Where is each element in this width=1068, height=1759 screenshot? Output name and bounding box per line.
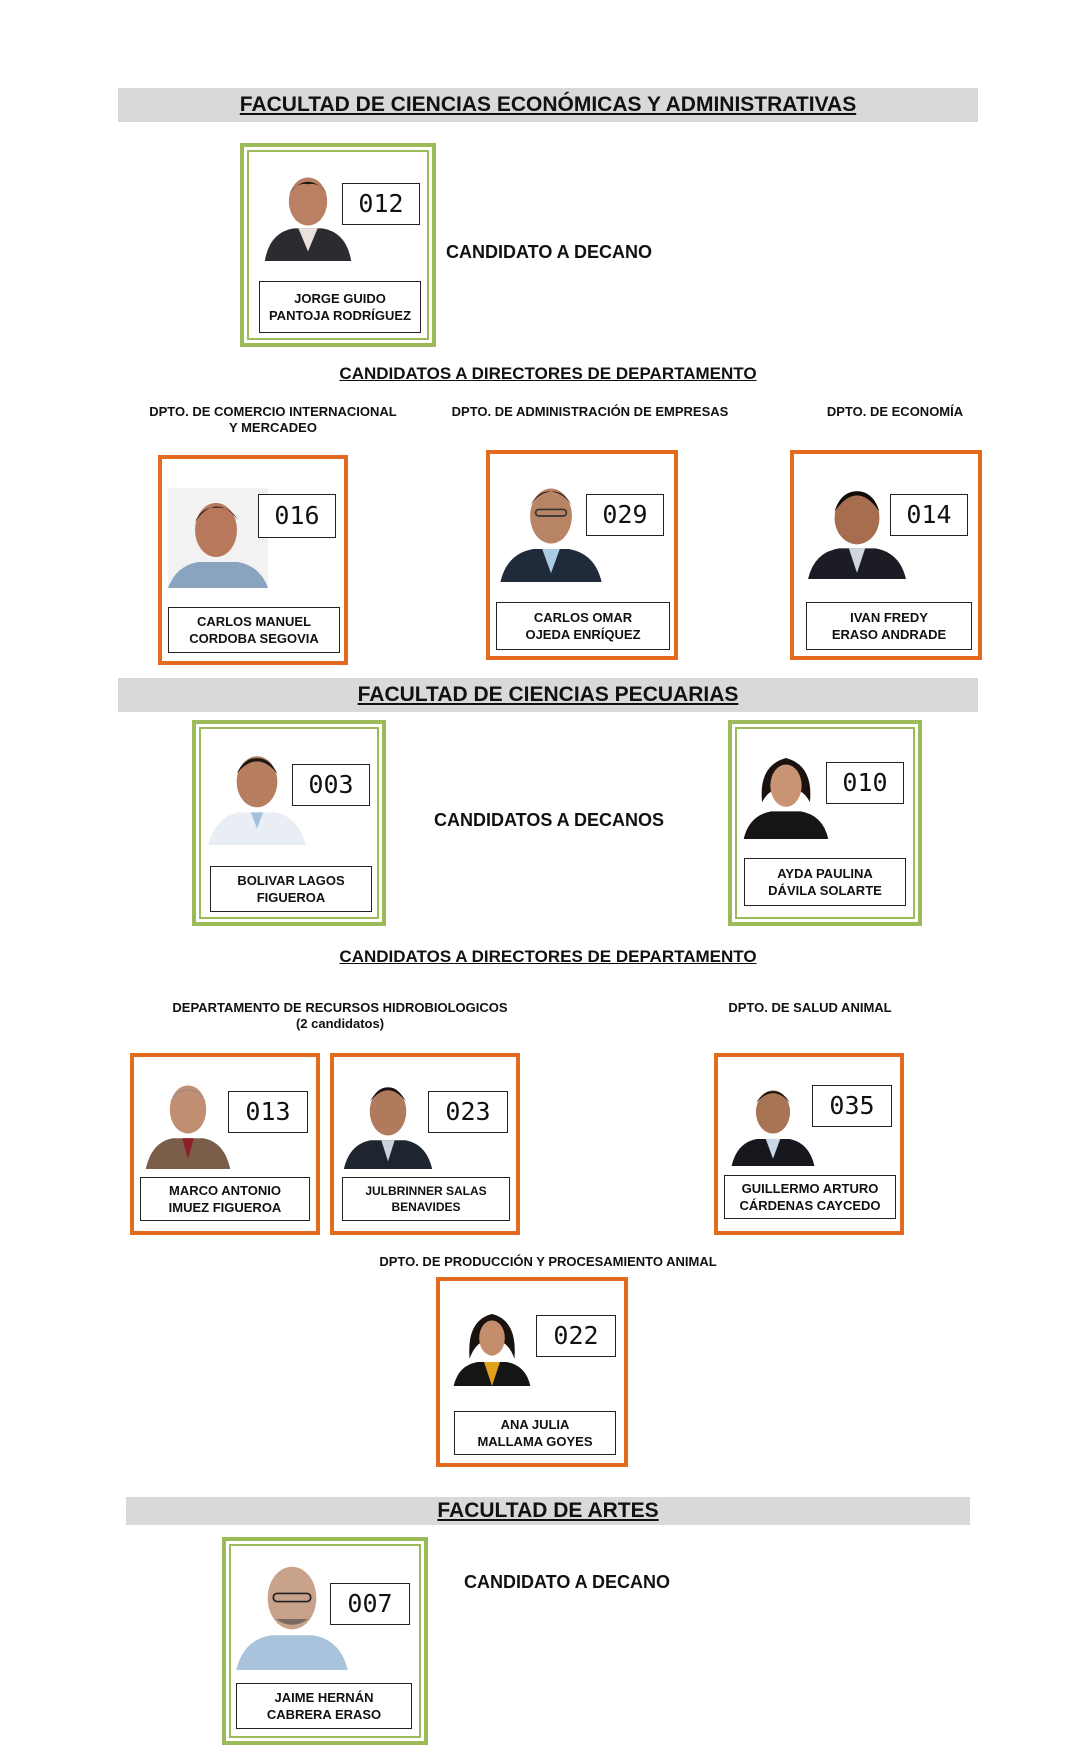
candidate-name-line2: MALLAMA GOYES (477, 1434, 593, 1449)
person-photo-icon (260, 165, 356, 261)
candidate-name-line1: JULBRINNER SALAS (365, 1184, 487, 1198)
candidate-card-010: 010 AYDA PAULINA DÁVILA SOLARTE (728, 720, 922, 926)
faculty-banner-artes: FACULTAD DE ARTES (126, 1497, 970, 1525)
department-label: DEPARTAMENTO DE RECURSOS HIDROBIOLOGICOS… (130, 1000, 550, 1032)
candidate-name-line1: BOLIVAR LAGOS (237, 873, 345, 888)
faculty-banner-pecuarias: FACULTAD DE CIENCIAS PECUARIAS (118, 678, 978, 712)
candidate-number: 029 (586, 494, 664, 536)
department-label-line1: DPTO. DE COMERCIO INTERNACIONAL (149, 404, 397, 419)
dean-role-label: CANDIDATO A DECANO (446, 242, 652, 262)
person-photo-icon (340, 1073, 436, 1169)
candidate-name-line1: GUILLERMO ARTURO (741, 1181, 879, 1196)
department-label: DPTO. DE PRODUCCIÓN Y PROCESAMIENTO ANIM… (300, 1254, 796, 1270)
department-label-line1: DPTO. DE ECONOMÍA (826, 404, 964, 419)
candidate-name-line2: PANTOJA RODRÍGUEZ (268, 308, 412, 323)
candidate-card-029: 029 CARLOS OMAR OJEDA ENRÍQUEZ (486, 450, 678, 660)
department-label-line2: (2 candidatos) (295, 1016, 385, 1031)
candidate-card-016: 016 CARLOS MANUEL CORDOBA SEGOVIA (158, 455, 348, 665)
candidate-card-013: 013 MARCO ANTONIO IMUEZ FIGUEROA (130, 1053, 320, 1235)
person-photo-icon (234, 1554, 350, 1670)
candidate-card-023: 023 JULBRINNER SALAS BENAVIDES (330, 1053, 520, 1235)
candidate-card-012: 012 JORGE GUIDO PANTOJA RODRÍGUEZ (240, 143, 436, 347)
candidate-name: GUILLERMO ARTURO CÁRDENAS CAYCEDO (724, 1175, 896, 1219)
candidate-photo (452, 1295, 532, 1397)
candidate-name-line1: CARLOS MANUEL (196, 614, 312, 629)
person-photo-icon (140, 1073, 236, 1169)
candidate-photo (168, 487, 268, 589)
department-label: DPTO. DE COMERCIO INTERNACIONAL Y MERCAD… (118, 404, 428, 436)
dean-role-label: CANDIDATO A DECANO (464, 1572, 670, 1592)
faculty-banner-economicas: FACULTAD DE CIENCIAS ECONÓMICAS Y ADMINI… (118, 88, 978, 122)
candidate-name-line1: JAIME HERNÁN (274, 1690, 374, 1705)
candidate-name: IVAN FREDY ERASO ANDRADE (806, 602, 972, 650)
candidate-name-line2: CÁRDENAS CAYCEDO (739, 1198, 881, 1213)
candidate-name-line1: MARCO ANTONIO (169, 1183, 281, 1198)
department-label: DPTO. DE SALUD ANIMAL (700, 1000, 920, 1016)
candidate-photo (256, 165, 360, 261)
candidate-name-line2: OJEDA ENRÍQUEZ (525, 627, 641, 642)
person-photo-icon (740, 747, 832, 839)
candidate-number: 003 (292, 764, 370, 806)
person-photo-icon (728, 1076, 818, 1166)
department-label-line1: DEPARTAMENTO DE RECURSOS HIDROBIOLOGICOS (172, 1000, 508, 1015)
dean-role-label: CANDIDATOS A DECANOS (434, 810, 665, 830)
candidate-card-014: 014 IVAN FREDY ERASO ANDRADE (790, 450, 982, 660)
candidate-name-line2: CABRERA ERASO (266, 1707, 382, 1722)
candidate-number: 035 (812, 1085, 892, 1127)
candidate-number: 016 (258, 494, 336, 538)
candidate-number: 007 (330, 1583, 410, 1625)
person-photo-icon (206, 743, 308, 845)
candidate-photo (728, 1071, 818, 1171)
candidate-card-035: 035 GUILLERMO ARTURO CÁRDENAS CAYCEDO (714, 1053, 904, 1235)
candidate-photo (234, 1551, 350, 1673)
department-label: DPTO. DE ADMINISTRACIÓN DE EMPRESAS (430, 404, 750, 420)
candidate-name-line1: JORGE GUIDO (294, 291, 386, 306)
candidate-name: ANA JULIA MALLAMA GOYES (454, 1411, 616, 1455)
candidate-name: JORGE GUIDO PANTOJA RODRÍGUEZ (259, 281, 421, 333)
candidate-name: AYDA PAULINA DÁVILA SOLARTE (744, 858, 906, 906)
department-label-line2: Y MERCADEO (229, 420, 317, 435)
person-photo-icon (168, 488, 268, 588)
candidate-name-line2: ERASO ANDRADE (831, 627, 947, 642)
directors-title: CANDIDATOS A DIRECTORES DE DEPARTAMENTO (339, 364, 757, 383)
directors-title: CANDIDATOS A DIRECTORES DE DEPARTAMENTO (339, 947, 757, 966)
candidate-name: CARLOS MANUEL CORDOBA SEGOVIA (168, 607, 340, 653)
candidate-photo (740, 738, 832, 848)
candidate-photo (340, 1071, 436, 1171)
candidate-number: 023 (428, 1091, 508, 1133)
candidate-name-line1: IVAN FREDY (850, 610, 928, 625)
candidate-name-line1: CARLOS OMAR (533, 610, 633, 625)
candidate-name: MARCO ANTONIO IMUEZ FIGUEROA (140, 1177, 310, 1221)
candidate-name-line2: CORDOBA SEGOVIA (189, 631, 319, 646)
candidate-card-003: 003 BOLIVAR LAGOS FIGUEROA (192, 720, 386, 926)
department-label-line1: DPTO. DE PRODUCCIÓN Y PROCESAMIENTO ANIM… (379, 1254, 717, 1269)
candidate-photo (206, 742, 308, 846)
candidate-card-022: 022 ANA JULIA MALLAMA GOYES (436, 1277, 628, 1467)
candidate-name-line1: ANA JULIA (500, 1417, 570, 1432)
candidate-name: JAIME HERNÁN CABRERA ERASO (236, 1683, 412, 1729)
candidate-name-line1: AYDA PAULINA (777, 866, 873, 881)
candidate-card-007: 007 JAIME HERNÁN CABRERA ERASO (222, 1537, 428, 1745)
candidate-name-line2: FIGUEROA (256, 890, 326, 905)
candidate-name: BOLIVAR LAGOS FIGUEROA (210, 866, 372, 912)
department-label-line1: DPTO. DE ADMINISTRACIÓN DE EMPRESAS (451, 404, 729, 419)
candidate-name-line2: IMUEZ FIGUEROA (168, 1200, 282, 1215)
candidate-number: 010 (826, 762, 904, 804)
candidate-number: 012 (342, 183, 420, 225)
candidate-name: JULBRINNER SALAS BENAVIDES (342, 1177, 510, 1221)
department-label: DPTO. DE ECONOMÍA (800, 404, 990, 420)
candidate-number: 014 (890, 494, 968, 536)
candidate-number: 022 (536, 1315, 616, 1357)
department-label-line1: DPTO. DE SALUD ANIMAL (728, 1000, 892, 1015)
candidate-name: CARLOS OMAR OJEDA ENRÍQUEZ (496, 602, 670, 650)
candidate-photo (140, 1071, 236, 1171)
person-photo-icon (452, 1306, 532, 1386)
candidate-name-line2: DÁVILA SOLARTE (768, 883, 882, 898)
candidate-number: 013 (228, 1091, 308, 1133)
candidate-name-line2: BENAVIDES (391, 1200, 461, 1214)
